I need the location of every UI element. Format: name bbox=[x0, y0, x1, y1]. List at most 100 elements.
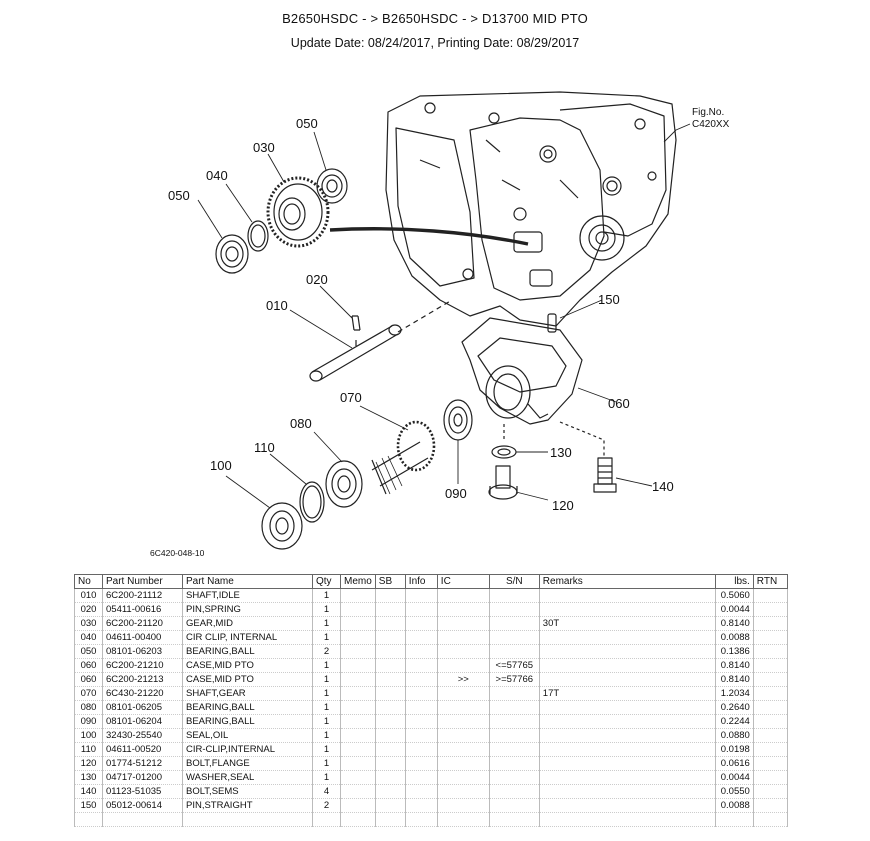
cell-sn bbox=[488, 784, 540, 799]
cell-remarks bbox=[538, 644, 716, 659]
cell-part-number: 6C200-21120 bbox=[102, 616, 183, 631]
cell-no: 080 bbox=[74, 700, 103, 715]
col-header-lbs: lbs. bbox=[714, 574, 754, 589]
cell-rtn bbox=[752, 658, 788, 673]
cell-no: 040 bbox=[74, 630, 103, 645]
part-050-bearing-left bbox=[215, 234, 249, 274]
cell-sb bbox=[374, 630, 406, 645]
col-header-info: Info bbox=[404, 574, 438, 589]
cell-empty bbox=[182, 812, 313, 827]
callout-080: 080 bbox=[290, 416, 312, 431]
col-header-rtn: RTN bbox=[752, 574, 788, 589]
cell-part-name: SHAFT,GEAR bbox=[182, 686, 313, 701]
cell-qty: 4 bbox=[312, 784, 341, 799]
part-070-shaft-gear bbox=[371, 420, 436, 495]
cell-remarks bbox=[538, 630, 716, 645]
cell-memo bbox=[340, 686, 376, 701]
cell-qty: 1 bbox=[312, 686, 341, 701]
cell-no: 020 bbox=[74, 602, 103, 617]
cell-qty: 1 bbox=[312, 700, 341, 715]
cell-remarks: 30T bbox=[538, 616, 716, 631]
cell-sb bbox=[374, 700, 406, 715]
cell-lbs: 0.0616 bbox=[714, 756, 754, 771]
part-060-case bbox=[461, 317, 583, 425]
cell-rtn bbox=[752, 588, 788, 603]
cell-sb bbox=[374, 672, 406, 687]
cell-part-number: 08101-06203 bbox=[102, 644, 183, 659]
part-050-bearing-right bbox=[316, 168, 348, 204]
cell-part-name: BOLT,FLANGE bbox=[182, 756, 313, 771]
cell-part-name: BEARING,BALL bbox=[182, 644, 313, 659]
cell-lbs: 0.1386 bbox=[714, 644, 754, 659]
cell-info bbox=[404, 602, 438, 617]
cell-remarks bbox=[538, 588, 716, 603]
cell-sn bbox=[488, 714, 540, 729]
col-header-ic: IC bbox=[436, 574, 490, 589]
cell-empty bbox=[436, 812, 490, 827]
cell-ic bbox=[436, 770, 490, 785]
cell-sb bbox=[374, 798, 406, 813]
cell-info bbox=[404, 672, 438, 687]
cell-sb bbox=[374, 658, 406, 673]
cell-no: 110 bbox=[74, 742, 103, 757]
cell-info bbox=[404, 588, 438, 603]
cell-part-number: 6C200-21112 bbox=[102, 588, 183, 603]
cell-rtn bbox=[752, 630, 788, 645]
cell-memo bbox=[340, 630, 376, 645]
fig-no-value: C420XX bbox=[692, 119, 730, 130]
col-header-qty: Qty bbox=[312, 574, 341, 589]
cell-lbs: 0.0088 bbox=[714, 798, 754, 813]
cell-remarks bbox=[538, 700, 716, 715]
cell-memo bbox=[340, 616, 376, 631]
cell-sb bbox=[374, 742, 406, 757]
cell-sb bbox=[374, 602, 406, 617]
callout-150: 150 bbox=[598, 292, 620, 307]
cell-part-name: BOLT,SEMS bbox=[182, 784, 313, 799]
cell-qty: 1 bbox=[312, 770, 341, 785]
cell-empty bbox=[312, 812, 341, 827]
cell-ic bbox=[436, 700, 490, 715]
cell-sb bbox=[374, 714, 406, 729]
cell-qty: 1 bbox=[312, 658, 341, 673]
cell-rtn bbox=[752, 784, 788, 799]
cell-part-number: 01774-51212 bbox=[102, 756, 183, 771]
cell-ic bbox=[436, 742, 490, 757]
cell-no: 100 bbox=[74, 728, 103, 743]
col-header-memo: Memo bbox=[340, 574, 376, 589]
cell-remarks bbox=[538, 658, 716, 673]
cell-empty bbox=[374, 812, 406, 827]
cell-rtn bbox=[752, 686, 788, 701]
cell-info bbox=[404, 644, 438, 659]
cell-part-number: 04611-00520 bbox=[102, 742, 183, 757]
part-110-circlip bbox=[299, 481, 325, 523]
callout-130: 130 bbox=[550, 445, 572, 460]
callout-050-left: 050 bbox=[168, 188, 190, 203]
cell-memo bbox=[340, 588, 376, 603]
cell-no: 050 bbox=[74, 644, 103, 659]
cell-sb bbox=[374, 728, 406, 743]
cell-part-name: CASE,MID PTO bbox=[182, 658, 313, 673]
cell-no: 030 bbox=[74, 616, 103, 631]
cell-info bbox=[404, 798, 438, 813]
cell-rtn bbox=[752, 644, 788, 659]
cell-qty: 1 bbox=[312, 602, 341, 617]
cell-sn bbox=[488, 686, 540, 701]
cell-lbs: 0.0198 bbox=[714, 742, 754, 757]
cell-no: 090 bbox=[74, 714, 103, 729]
cell-part-number: 08101-06205 bbox=[102, 700, 183, 715]
callout-030: 030 bbox=[253, 140, 275, 155]
cell-remarks bbox=[538, 728, 716, 743]
cell-sn: >=57766 bbox=[488, 672, 540, 687]
cell-lbs: 0.0088 bbox=[714, 630, 754, 645]
cell-ic bbox=[436, 644, 490, 659]
cell-empty bbox=[752, 812, 788, 827]
cell-empty bbox=[538, 812, 716, 827]
callout-060: 060 bbox=[608, 396, 630, 411]
cell-empty bbox=[714, 812, 754, 827]
